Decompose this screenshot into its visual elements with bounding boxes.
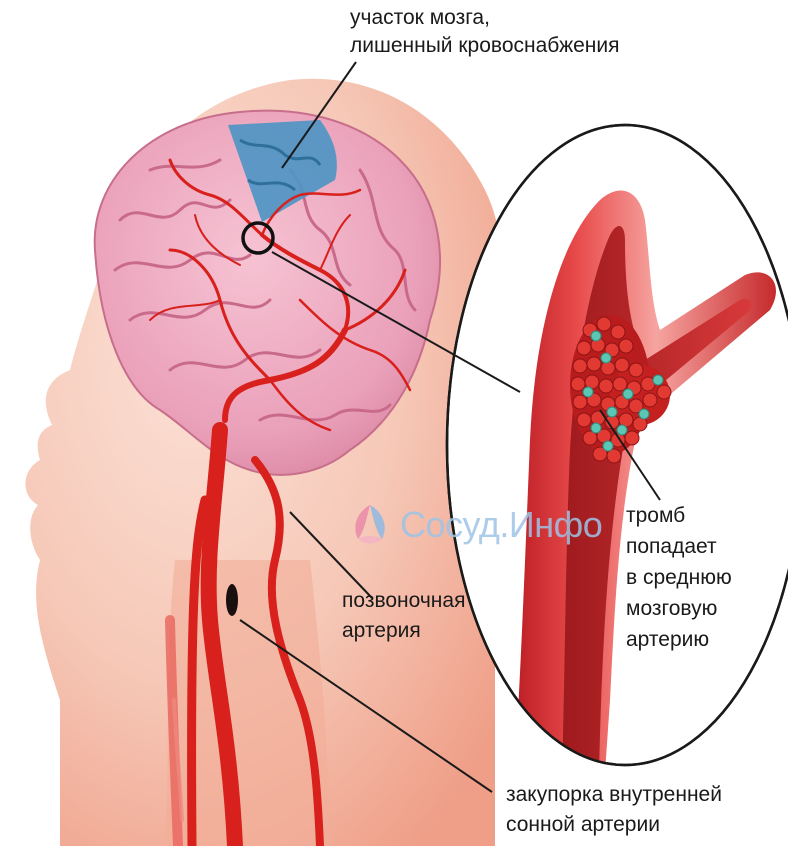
watermark: Сосуд.Инфо (346, 500, 602, 550)
watermark-text: Сосуд.Инфо (400, 504, 602, 546)
label-thrombus: тромб попадает в среднюю мозговую артери… (626, 500, 732, 655)
watermark-logo-icon (346, 501, 394, 549)
label-vertebral-artery: позвоночная артерия (342, 586, 465, 646)
label-brain-area: участок мозга, лишенный кровоснабжения (350, 4, 620, 60)
carotid-blockage (226, 584, 238, 616)
label-carotid-blockage: закупорка внутренней сонной артерии (506, 780, 722, 840)
